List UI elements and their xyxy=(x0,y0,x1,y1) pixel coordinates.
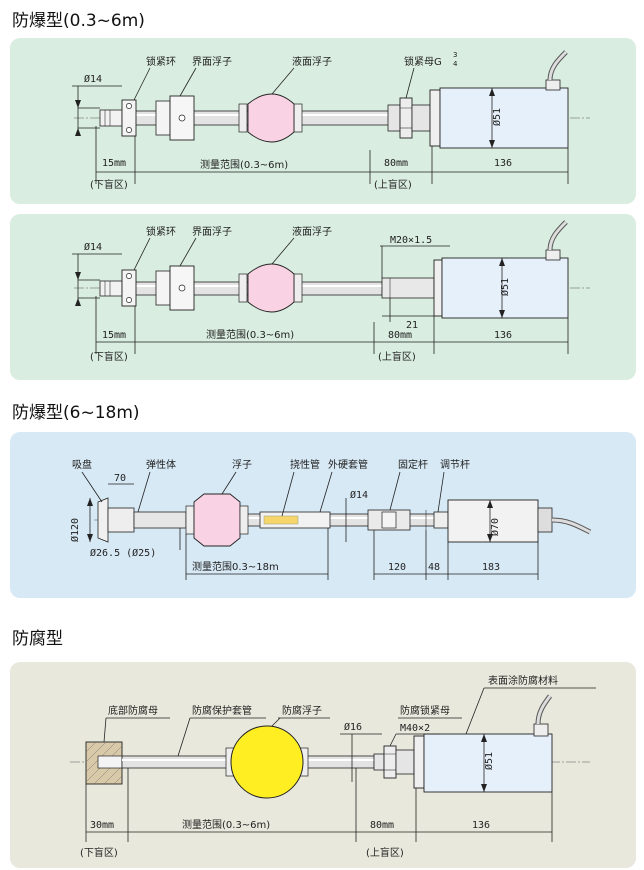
hard-sleeve-label: 外硬套管 xyxy=(328,458,368,471)
dim-15mm: 15mm xyxy=(102,330,126,341)
thread-label: M40×2 xyxy=(400,723,430,734)
bottom-nut-label: 底部防腐母 xyxy=(108,704,158,717)
interface-float xyxy=(155,95,195,141)
suction-label: 吸盘 xyxy=(72,458,92,471)
lock-ring xyxy=(121,269,137,307)
dim-30mm: 30mm xyxy=(90,820,114,831)
range-label: 测量范围(0.3~6m) xyxy=(206,328,294,341)
lock-nut-fraction-top: 3 xyxy=(453,51,457,59)
suction-cup xyxy=(97,497,135,543)
lock-ring-label: 锁紧环 xyxy=(146,225,176,238)
phi14-dimension: Ø14 xyxy=(72,241,122,306)
lock-nut xyxy=(387,89,441,147)
lock-nut-label: 锁紧母G xyxy=(404,55,442,68)
diagram-explosion-proof-thread: Ø14 Ø51 锁紧环 界面浮子 液面浮子 M20×1.5 xyxy=(10,214,636,380)
phi26-label: Ø26.5 (Ø25) xyxy=(90,547,156,559)
transmitter-housing: Ø51 xyxy=(423,694,553,793)
rod-end xyxy=(99,109,123,127)
adjust-rod-label: 调节杆 xyxy=(440,459,470,471)
phi14-label: Ø14 xyxy=(350,489,368,501)
dim-80mm: 80mm xyxy=(370,820,394,831)
dimension-line: 30mm 测量范围(0.3~6m) 80mm 136 (下盲区) (上盲区) xyxy=(80,768,553,859)
dim-120: 120 xyxy=(388,562,406,573)
phi51-label: Ø51 xyxy=(491,108,503,126)
liquid-float-label: 液面浮子 xyxy=(292,225,332,238)
float-label: 浮子 xyxy=(232,459,252,471)
dim-183: 183 xyxy=(482,562,500,573)
dim-21: 21 xyxy=(406,320,418,331)
range-label: 测量范围0.3~18m xyxy=(192,560,279,573)
section-title-explosion-proof-short: 防爆型(0.3~6m) xyxy=(12,11,145,31)
liquid-float xyxy=(238,263,303,313)
rod-end xyxy=(99,280,123,297)
fixed-rod-label: 固定杆 xyxy=(398,458,428,471)
dim-70: 70 xyxy=(114,473,126,484)
interface-float-label: 界面浮子 xyxy=(192,56,232,68)
phi70-label: Ø70 xyxy=(489,518,501,536)
dim-80mm: 80mm xyxy=(388,330,412,341)
fixed-rod xyxy=(367,509,427,531)
anti-float-label: 防腐浮子 xyxy=(282,704,322,717)
thread-dimension: M20×1.5 21 xyxy=(380,235,450,331)
lower-blind-label: (下盲区) xyxy=(90,178,128,191)
phi16-label: Ø16 xyxy=(344,721,362,733)
phi51-label: Ø51 xyxy=(499,278,511,296)
phi14-label: Ø14 xyxy=(84,73,102,85)
dimension-line: 15mm 测量范围(0.3~6m) 80mm 136 (下盲区) (上盲区) xyxy=(90,126,569,191)
flexible-tube xyxy=(259,511,331,529)
section-title-explosion-proof-long: 防爆型(6~18m) xyxy=(12,403,140,423)
dim-136: 136 xyxy=(494,158,512,169)
transmitter-housing: Ø51 xyxy=(441,220,569,319)
protect-sleeve-label: 防腐保护套管 xyxy=(192,704,252,717)
bottom-anti-corrosion-nut xyxy=(85,741,123,785)
range-label: 测量范围(0.3~6m) xyxy=(200,158,288,171)
interface-float xyxy=(155,265,195,311)
flex-tube-label: 挠性管 xyxy=(290,458,320,471)
liquid-float xyxy=(238,93,303,143)
transmitter-housing: Ø51 xyxy=(439,50,569,149)
threaded-connector xyxy=(381,259,443,317)
dim-136: 136 xyxy=(494,330,512,341)
range-label: 测量范围(0.3~6m) xyxy=(182,818,270,831)
phi120-label: Ø120 xyxy=(69,518,81,542)
dimension-line: 测量范围0.3~18m 120 48 183 xyxy=(185,528,539,580)
dimension-line: 15mm 测量范围(0.3~6m) 80mm 136 (下盲区) (上盲区) xyxy=(90,296,569,363)
upper-blind-label: (上盲区) xyxy=(378,350,416,363)
transmitter-housing: Ø70 xyxy=(433,499,592,543)
lock-ring xyxy=(121,99,137,137)
lock-ring-label: 锁紧环 xyxy=(146,55,176,68)
pink-float xyxy=(185,493,249,547)
dim-48: 48 xyxy=(428,562,440,573)
lower-blind-label: (下盲区) xyxy=(90,350,128,363)
diagram-explosion-proof-long-range: Ø120 Ø70 吸盘 70 弹性体 浮子 挠性管 外硬套管 固定 xyxy=(10,432,636,598)
phi51-label: Ø51 xyxy=(483,752,495,770)
interface-float-label: 界面浮子 xyxy=(192,226,232,238)
upper-blind-label: (上盲区) xyxy=(374,178,412,191)
phi14-label: Ø14 xyxy=(84,241,102,253)
elastic-label: 弹性体 xyxy=(146,458,176,471)
anti-corrosion-lock-nut xyxy=(373,735,425,789)
diagram-explosion-proof-lock-nut: Ø14 Ø51 锁紧环 界面浮子 液面 xyxy=(10,38,636,204)
anti-corrosion-float xyxy=(225,725,309,799)
liquid-float-label: 液面浮子 xyxy=(292,55,332,68)
lock-nut-fraction-bottom: 4 xyxy=(453,60,458,68)
lower-blind-label: (下盲区) xyxy=(80,846,118,859)
anti-lock-nut-label: 防腐锁紧母 xyxy=(400,704,450,717)
dim-80mm: 80mm xyxy=(384,158,408,169)
dim-136: 136 xyxy=(472,820,490,831)
surface-coat-label: 表面涂防腐材料 xyxy=(488,674,558,687)
elastic-body xyxy=(133,511,187,529)
diagram-corrosion-proof: Ø51 表面涂防腐材料 底部防腐母 防腐保护套管 防腐浮子 防腐锁紧母 M40×… xyxy=(10,662,636,868)
thread-label: M20×1.5 xyxy=(390,235,432,246)
section-title-corrosion-proof: 防腐型 xyxy=(12,629,63,649)
upper-blind-label: (上盲区) xyxy=(366,846,404,859)
dim-15mm: 15mm xyxy=(102,158,126,169)
phi14-dimension: Ø14 xyxy=(72,73,122,136)
